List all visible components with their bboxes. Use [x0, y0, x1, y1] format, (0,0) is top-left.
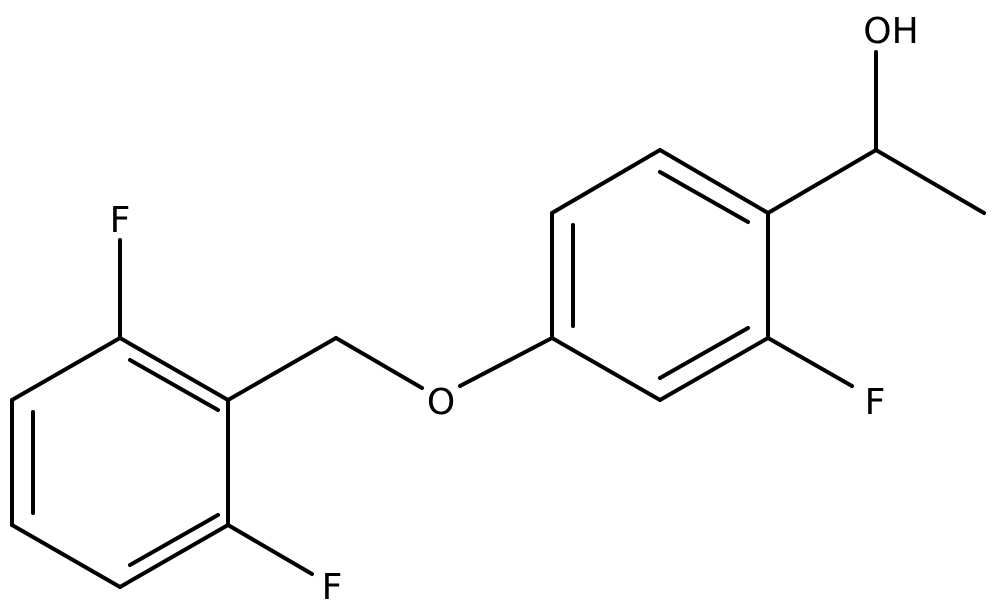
bond-c-f-ring — [766, 336, 854, 388]
atom-label-fluorine-top: F — [110, 200, 131, 241]
bond-ch2-o — [334, 336, 424, 390]
bond — [128, 513, 220, 567]
atom-label-hydroxyl: OH — [863, 11, 918, 52]
bond-ring-choh — [766, 148, 878, 215]
atom-label-fluorine-ring: F — [865, 382, 886, 423]
left-ring — [10, 336, 230, 589]
bond — [550, 336, 662, 402]
bond — [658, 336, 770, 402]
bond — [118, 336, 230, 402]
bond — [658, 148, 770, 215]
bond — [10, 336, 122, 402]
bond — [658, 170, 750, 224]
right-ring — [550, 148, 770, 402]
bond — [10, 523, 122, 589]
bond — [658, 326, 750, 380]
atom-label-fluorine-bottom: F — [322, 567, 343, 608]
bond-choh-ch3 — [874, 148, 986, 215]
bond — [550, 148, 662, 215]
bond-o-ring — [458, 336, 554, 388]
bond-c-f-bottom — [226, 523, 314, 576]
atom-label-oxygen-ether: O — [427, 382, 455, 423]
bond — [118, 523, 230, 589]
bond — [128, 358, 220, 412]
bond-ring-ch2 — [226, 336, 338, 402]
